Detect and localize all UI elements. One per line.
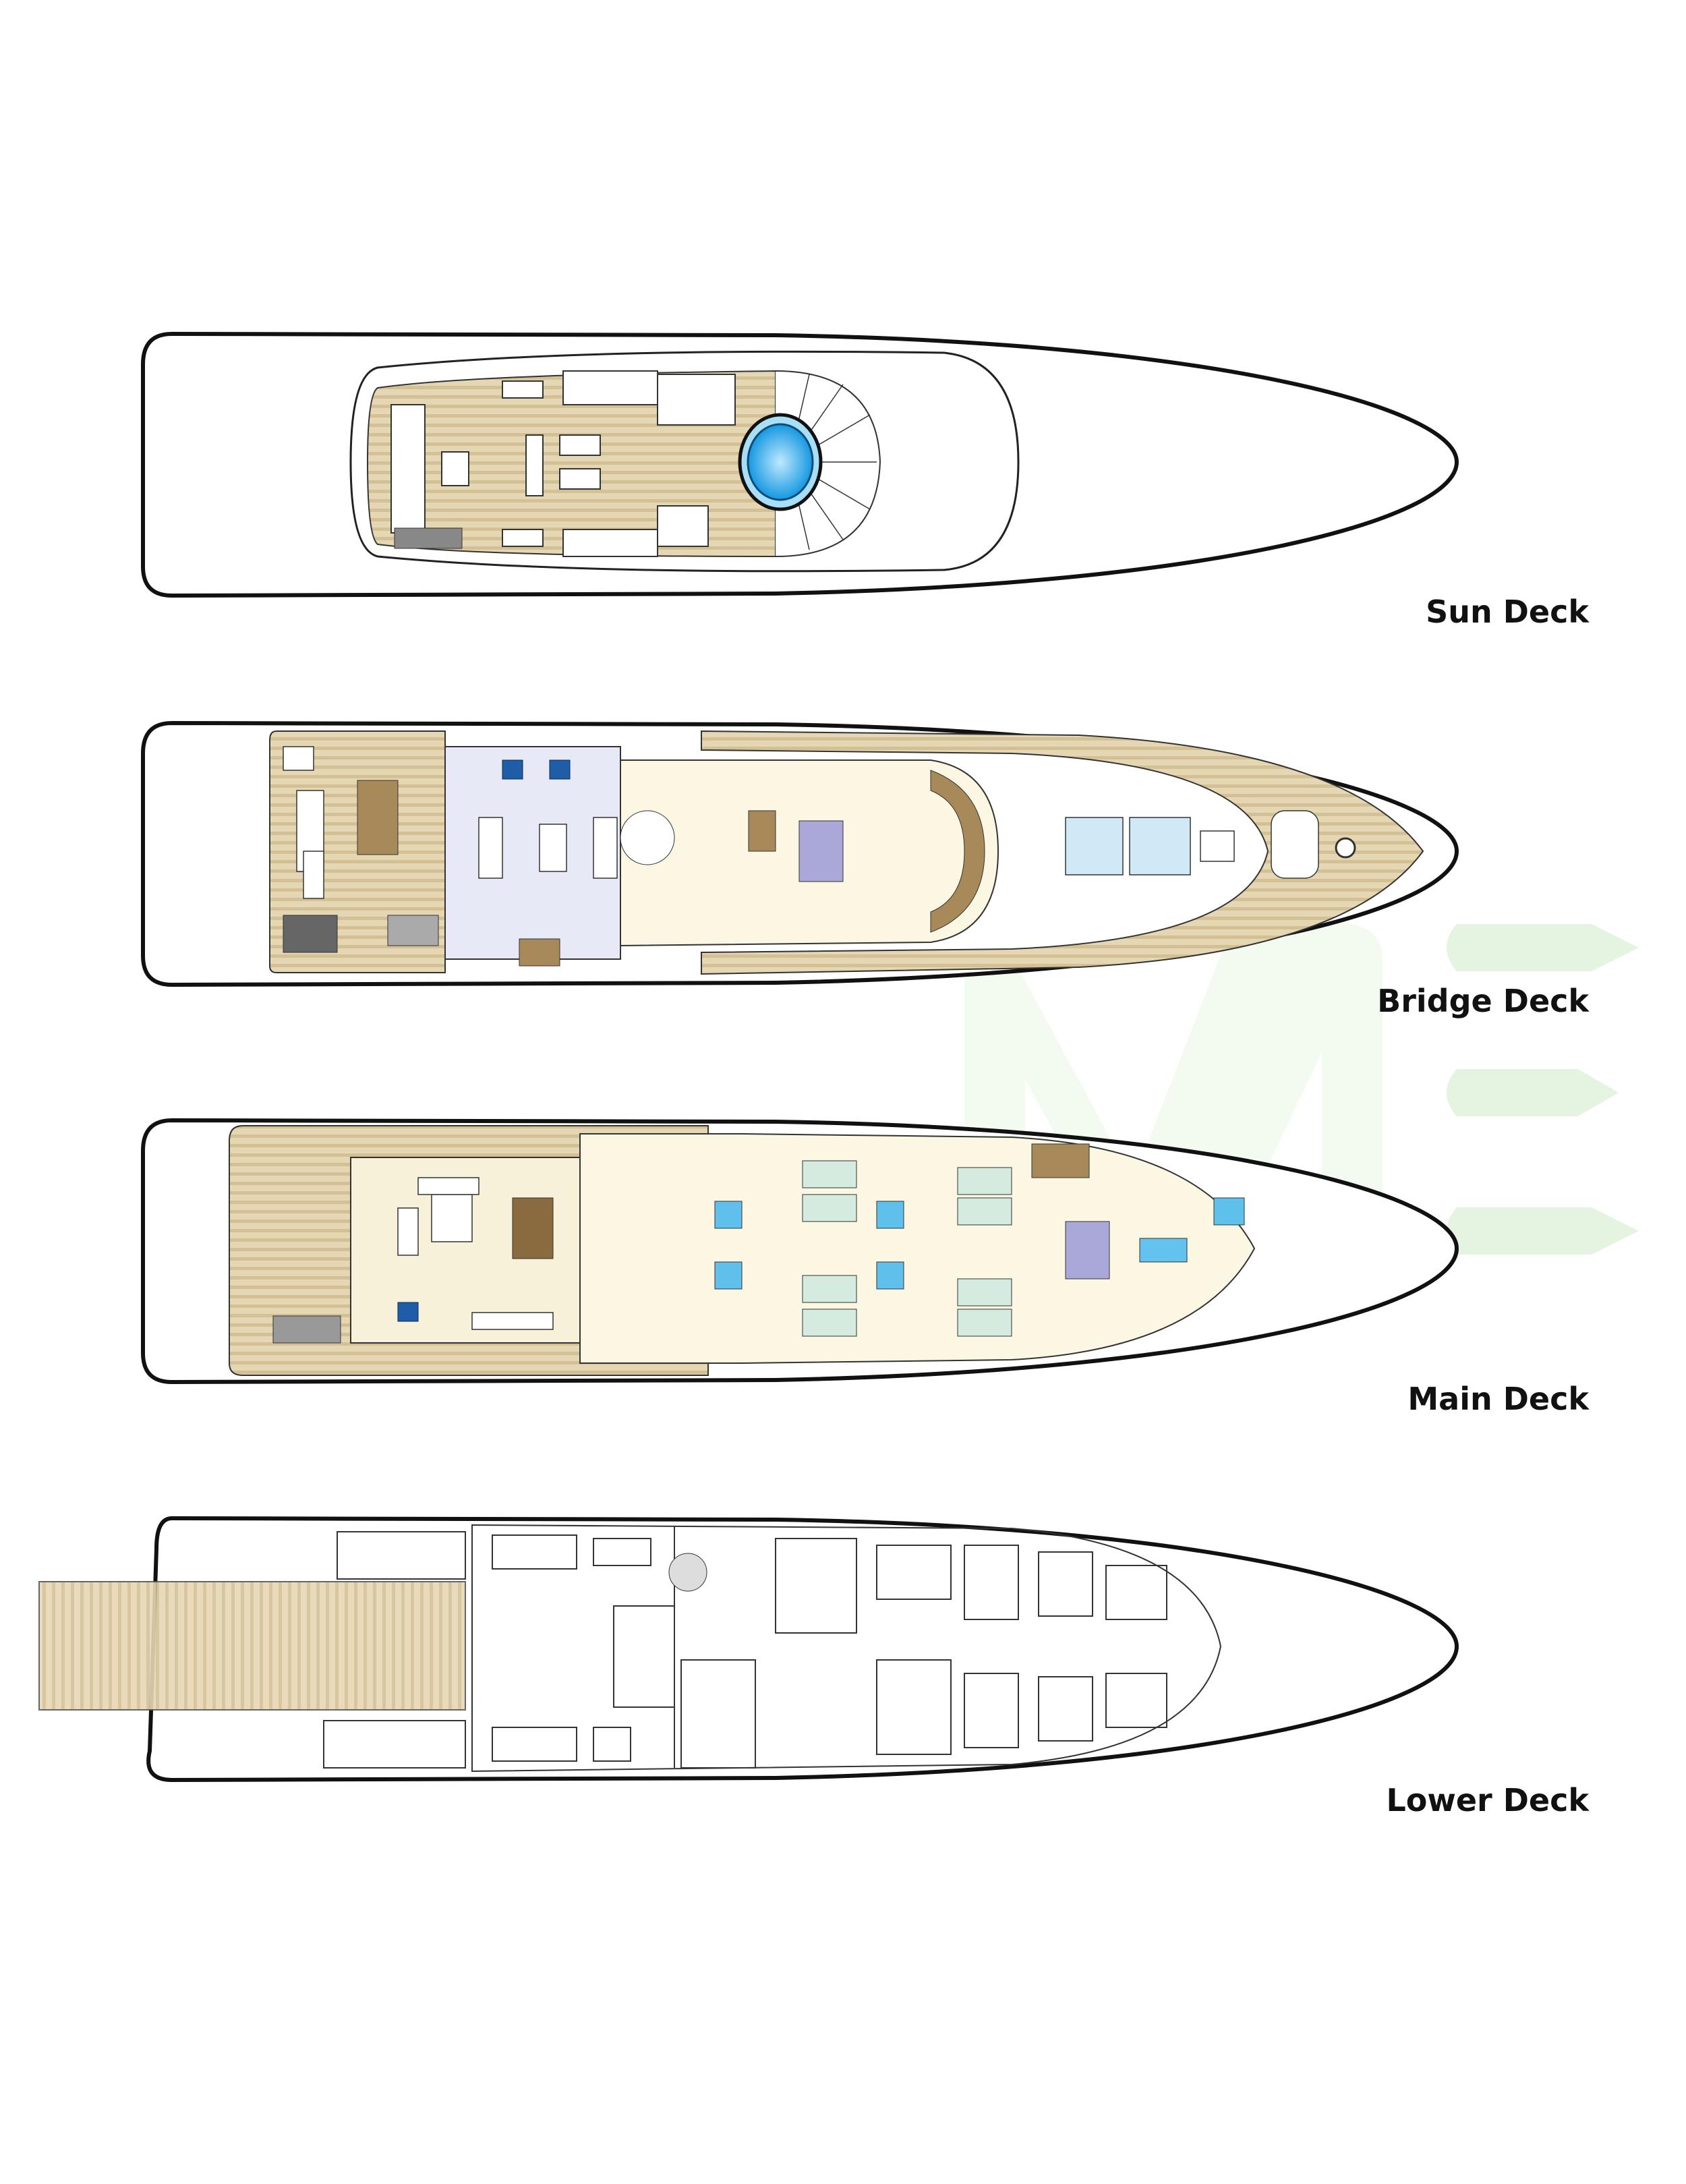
watermark-logo (964, 921, 1639, 1314)
master-bed (798, 820, 844, 882)
bridge-deck-label: Bridge Deck (1377, 983, 1589, 1019)
stairs (394, 527, 463, 549)
lower-deck-label: Lower Deck (1386, 1782, 1589, 1818)
guest-cabins (579, 1133, 1256, 1364)
swim-platform (38, 1581, 466, 1711)
side-deck-teak (701, 730, 1424, 975)
main-deck-label: Main Deck (1407, 1381, 1589, 1417)
dining-table (357, 780, 399, 855)
lower-deck-plan (38, 1516, 1459, 1783)
sun-deck-label: Sun Deck (1426, 594, 1589, 630)
vip-bed (1065, 1221, 1110, 1280)
spiral-stair (668, 1553, 707, 1592)
sun-deck-plan (143, 334, 1457, 596)
sky-lounge (444, 746, 621, 960)
bridge-deck-plan (143, 723, 1457, 985)
main-deck-plan (143, 1120, 1457, 1382)
